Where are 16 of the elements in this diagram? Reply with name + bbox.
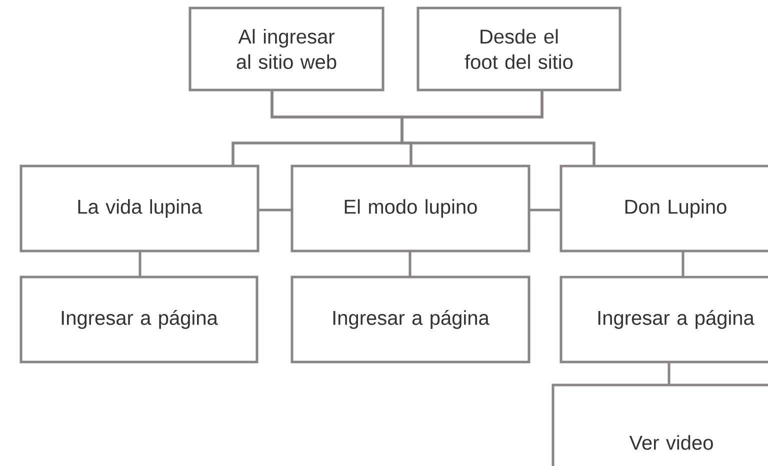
process-box: Ver video	[552, 384, 768, 466]
process-box: Ingresar a página	[290, 276, 530, 364]
connector-line	[408, 251, 412, 277]
process-box: El modo lupino	[290, 164, 530, 252]
process-box: Don Lupino	[560, 164, 768, 252]
connector-line	[529, 208, 561, 212]
process-box: Al ingresar al sitio web	[188, 6, 384, 92]
connector-line	[138, 251, 142, 277]
process-box: Ingresar a página	[560, 276, 768, 364]
process-box: La vida lupina	[20, 164, 260, 252]
connector-line	[682, 251, 684, 277]
connector-line	[668, 362, 670, 385]
connector-line	[400, 90, 596, 166]
process-box: Desde el foot del sitio	[416, 6, 622, 92]
process-box: Ingresar a página	[20, 276, 258, 364]
connector-line	[258, 208, 292, 212]
